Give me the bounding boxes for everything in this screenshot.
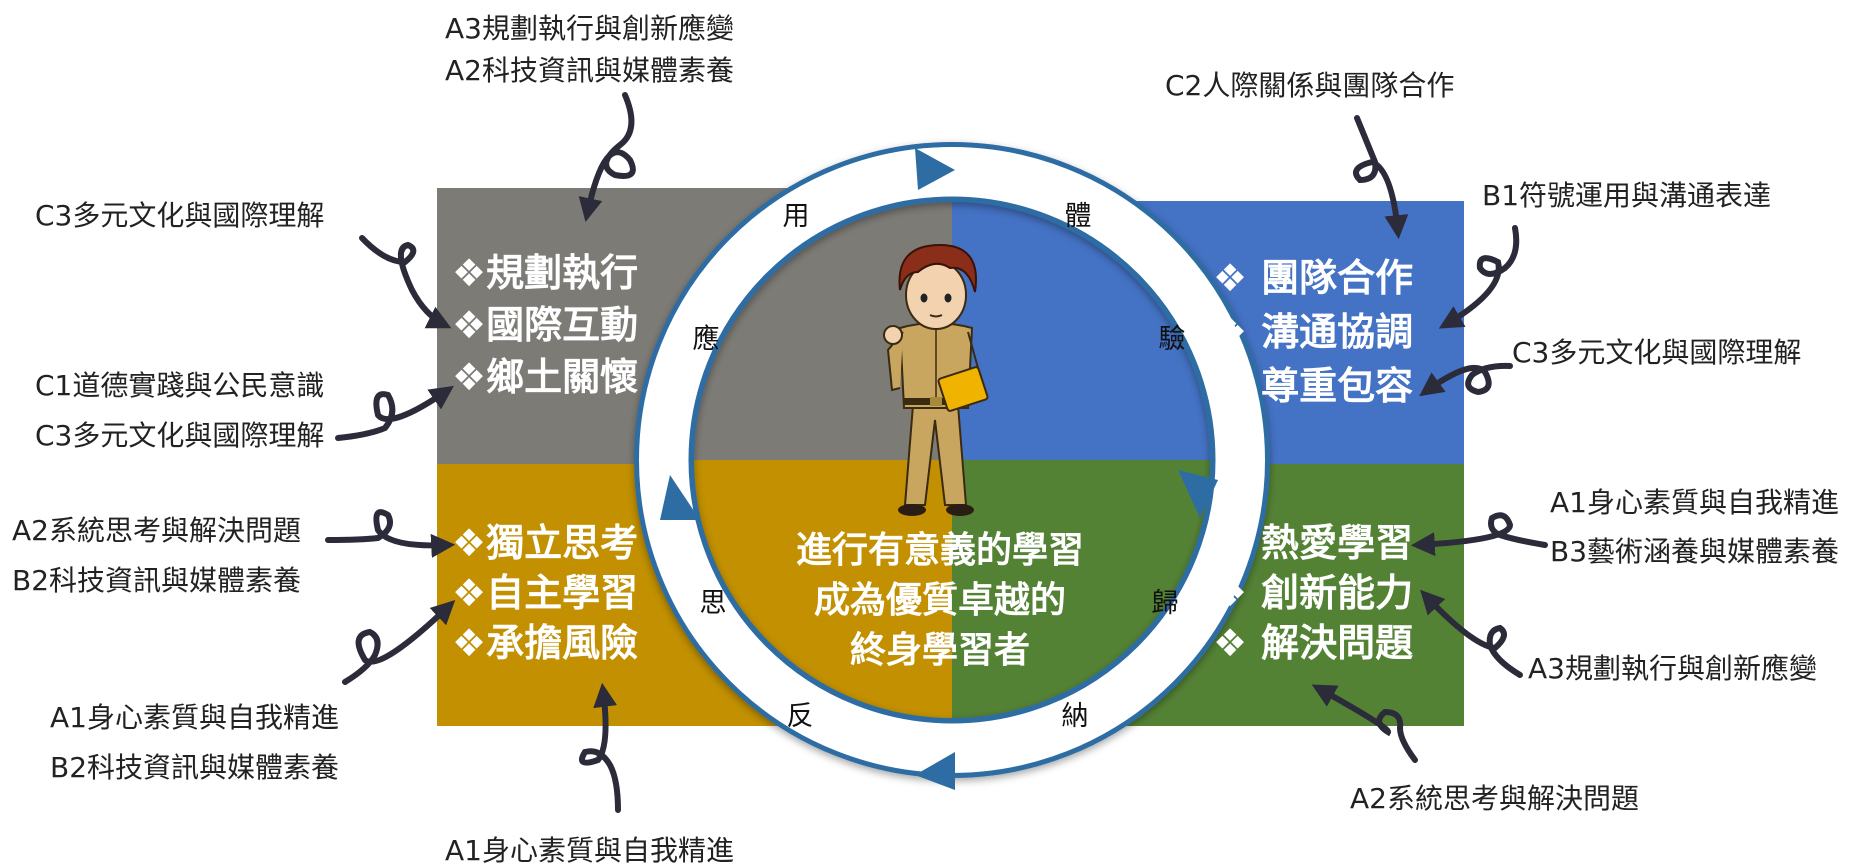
top-left-item-2: ❖國際互動: [452, 303, 638, 347]
label-bottom-a1: A1身心素質與自我精進: [445, 834, 734, 866]
label-right-b3: B3藝術涵養與媒體素養: [1550, 535, 1839, 568]
bottom-right-item-1: ❖熱愛學習: [1213, 521, 1413, 565]
arrow-right-c3: [1419, 362, 1513, 397]
top-right-item-1: ❖團隊合作: [1213, 256, 1413, 300]
label-bottom-a2: A2系統思考與解決問題: [1350, 782, 1639, 815]
arrow-left-c1: [335, 385, 454, 441]
label-right-a1: A1身心素質與自我精進: [1550, 486, 1839, 519]
bottom-left-item-2: ❖自主學習: [452, 571, 638, 615]
top-right-item-3: ❖尊重包容: [1213, 364, 1413, 408]
student-figure-illustration: [883, 243, 989, 516]
label-left-a1: A1身心素質與自我精進: [50, 701, 339, 734]
bottom-left-item-1: ❖獨立思考: [452, 521, 638, 565]
arrow-top-c2: [1353, 115, 1409, 240]
ring-label-reflect-1: 反: [787, 701, 814, 732]
bottom-right-item-3: ❖解決問題: [1213, 621, 1413, 665]
ring-arrow-left: [660, 475, 700, 520]
arrow-right-a1: [1410, 512, 1548, 557]
label-right-c3: C3多元文化與國際理解: [1512, 336, 1801, 369]
arrow-right-a3: [1420, 589, 1523, 678]
label-left-b2b: B2科技資訊與媒體素養: [50, 751, 339, 784]
label-top-c2: C2人際關係與團隊合作: [1165, 69, 1454, 102]
label-right-a3: A3規劃執行與創新應變: [1528, 652, 1817, 685]
arrow-left-a1: [342, 600, 456, 685]
label-left-a2: A2系統思考與解決問題: [12, 514, 301, 547]
bottom-right-item-2: ❖創新能力: [1213, 571, 1413, 615]
top-right-item-2: ❖溝通協調: [1213, 310, 1413, 354]
top-left-item-1: ❖規劃執行: [452, 251, 638, 295]
arrow-left-a2: [325, 509, 456, 558]
ring-label-apply: 應: [693, 324, 720, 355]
ring-arrow-right: [1178, 470, 1218, 518]
ring-label-reflect-2: 思: [700, 588, 727, 619]
ring-label-induce-1: 歸: [1152, 588, 1179, 619]
ring-arrow-bottom: [915, 752, 955, 790]
bottom-left-item-3: ❖承擔風險: [452, 621, 638, 665]
arrow-bottom: [579, 682, 621, 813]
ring-label-induce-2: 納: [1062, 701, 1089, 732]
center-line-1: 進行有意義的學習: [796, 530, 1084, 571]
label-left-b2: B2科技資訊與媒體素養: [12, 564, 301, 597]
ring-label-test: 驗: [1159, 324, 1186, 355]
inner-circle: [690, 198, 1214, 722]
center-line-3: 終身學習者: [850, 630, 1030, 671]
label-top-a2: A2科技資訊與媒體素養: [445, 54, 734, 87]
arrow-left-c3: [359, 235, 452, 329]
cycle-ring: [634, 142, 1270, 778]
label-left-c3: C3多元文化與國際理解: [35, 199, 324, 232]
ring-label-experience: 體: [1065, 201, 1092, 232]
label-left-c1: C1道德實踐與公民意識: [35, 369, 324, 402]
arrow-bottom-right: [1311, 684, 1418, 763]
ring-arrow-top: [915, 148, 955, 190]
label-right-b1: B1符號運用與溝通表達: [1482, 179, 1771, 212]
label-left-c3b: C3多元文化與國際理解: [35, 419, 324, 452]
center-line-2: 成為優質卓越的: [814, 580, 1066, 621]
connector-arrows: [325, 92, 1548, 813]
arrow-right-b1: [1438, 225, 1520, 329]
top-left-item-3: ❖鄉土關懷: [452, 355, 638, 399]
label-top-a3: A3規劃執行與創新應變: [445, 12, 734, 45]
ring-label-use: 用: [783, 201, 810, 232]
arrow-top-left: [578, 92, 636, 223]
